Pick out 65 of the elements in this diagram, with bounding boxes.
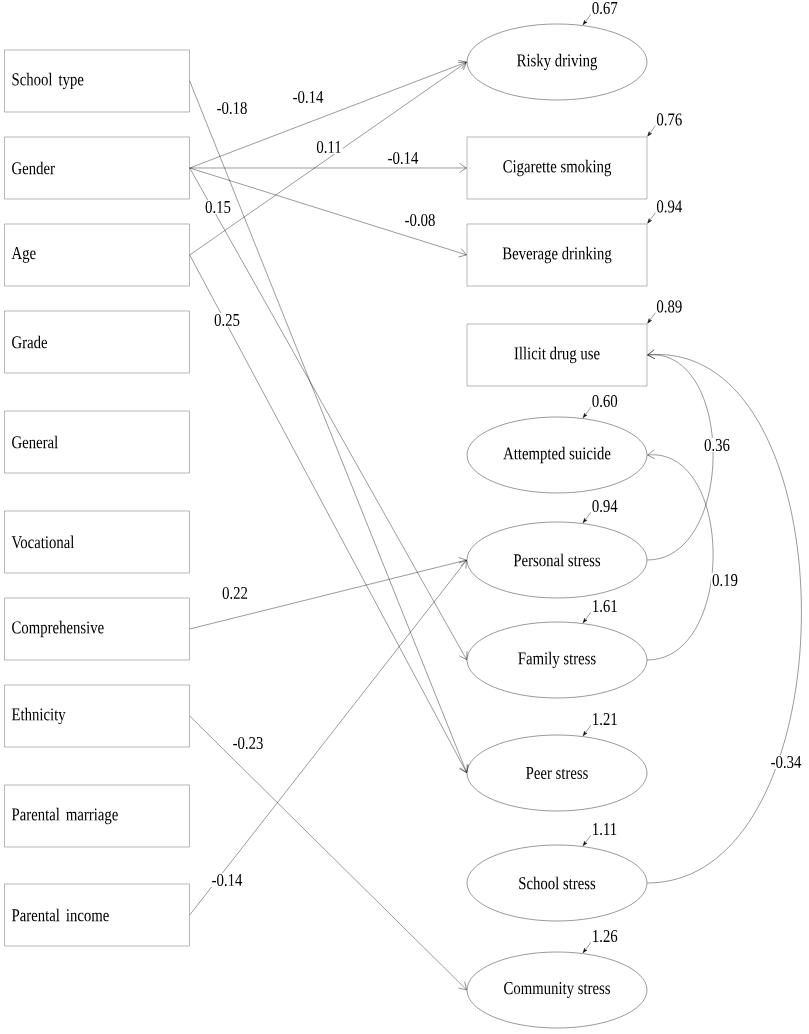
variable-box: School type: [4, 49, 190, 113]
path-arrow: [189, 163, 467, 173]
variable-box: General: [4, 410, 190, 474]
ellipse-node: Peer stress: [466, 734, 648, 812]
ellipse-node: Community stress: [466, 951, 648, 1029]
edge-label: 0.89: [655, 299, 684, 314]
error-arrow: [647, 311, 657, 324]
path-arrow: [189, 80, 469, 773]
edge-label: 1.21: [590, 712, 619, 727]
error-arrow: [582, 834, 592, 847]
variable-box: Parental marriage: [4, 784, 190, 848]
edge-label: 0.22: [221, 585, 249, 601]
path-arrow: [189, 557, 467, 630]
edge-label: -0.14: [210, 872, 244, 888]
edge-label: 1.61: [590, 599, 619, 614]
path-arrow: [189, 167, 468, 660]
edge-label: 0.76: [655, 112, 684, 127]
error-arrow: [582, 724, 592, 737]
edge-label: -0.08: [403, 212, 437, 228]
edge-label: 0.19: [711, 572, 739, 588]
edge-label: 0.67: [590, 0, 619, 16]
variable-box: Ethnicity: [4, 684, 190, 748]
edge-label: 0.94: [590, 498, 619, 514]
variable-box: Vocational: [4, 510, 190, 574]
path-arrow: [189, 715, 467, 990]
path-arrow: [189, 167, 467, 258]
ellipse-node: Risky driving: [466, 23, 648, 101]
edge-label: 1.26: [590, 929, 619, 944]
edge-label: 0.11: [315, 139, 343, 155]
edge-label: 0.94: [655, 199, 684, 214]
path-arrow: [189, 560, 467, 916]
variable-box: Gender: [4, 136, 190, 200]
edge-label: -0.14: [386, 150, 420, 166]
edge-label: 0.36: [703, 437, 731, 453]
variable-box: Comprehensive: [4, 597, 190, 661]
edge-label: -0.14: [291, 89, 325, 105]
curved-arrow: [647, 449, 714, 661]
path-arrow: [189, 254, 468, 773]
edge-label: 0.60: [590, 393, 619, 409]
variable-box: Grade: [4, 310, 190, 374]
edge-label: -0.23: [231, 735, 265, 751]
path-arrow: [189, 62, 467, 256]
ellipse-node: Personal stress: [466, 521, 648, 599]
edge-label: -0.18: [215, 100, 249, 116]
curved-arrow: [647, 349, 802, 884]
variable-box: Beverage drinking: [466, 223, 648, 287]
error-arrow: [647, 124, 657, 137]
edge-label: 1.11: [590, 822, 619, 837]
variable-box: Parental income: [4, 883, 190, 947]
edge-label: -0.34: [769, 754, 803, 770]
error-arrow: [582, 13, 592, 26]
path-arrow: [189, 60, 467, 169]
variable-box: Illicit drug use: [466, 323, 648, 387]
edge-label: 0.25: [213, 312, 241, 328]
ellipse-node: Attempted suicide: [466, 416, 648, 494]
variable-box: Cigarette smoking: [466, 136, 648, 200]
error-arrow: [582, 941, 592, 954]
variable-box: Age: [4, 223, 190, 287]
error-arrow: [582, 611, 592, 624]
ellipse-node: School stress: [466, 844, 648, 922]
ellipse-node: Family stress: [466, 621, 648, 699]
error-arrow: [647, 211, 657, 224]
error-arrow: [582, 511, 592, 524]
edge-label: 0.15: [204, 199, 232, 215]
error-arrow: [582, 406, 592, 419]
